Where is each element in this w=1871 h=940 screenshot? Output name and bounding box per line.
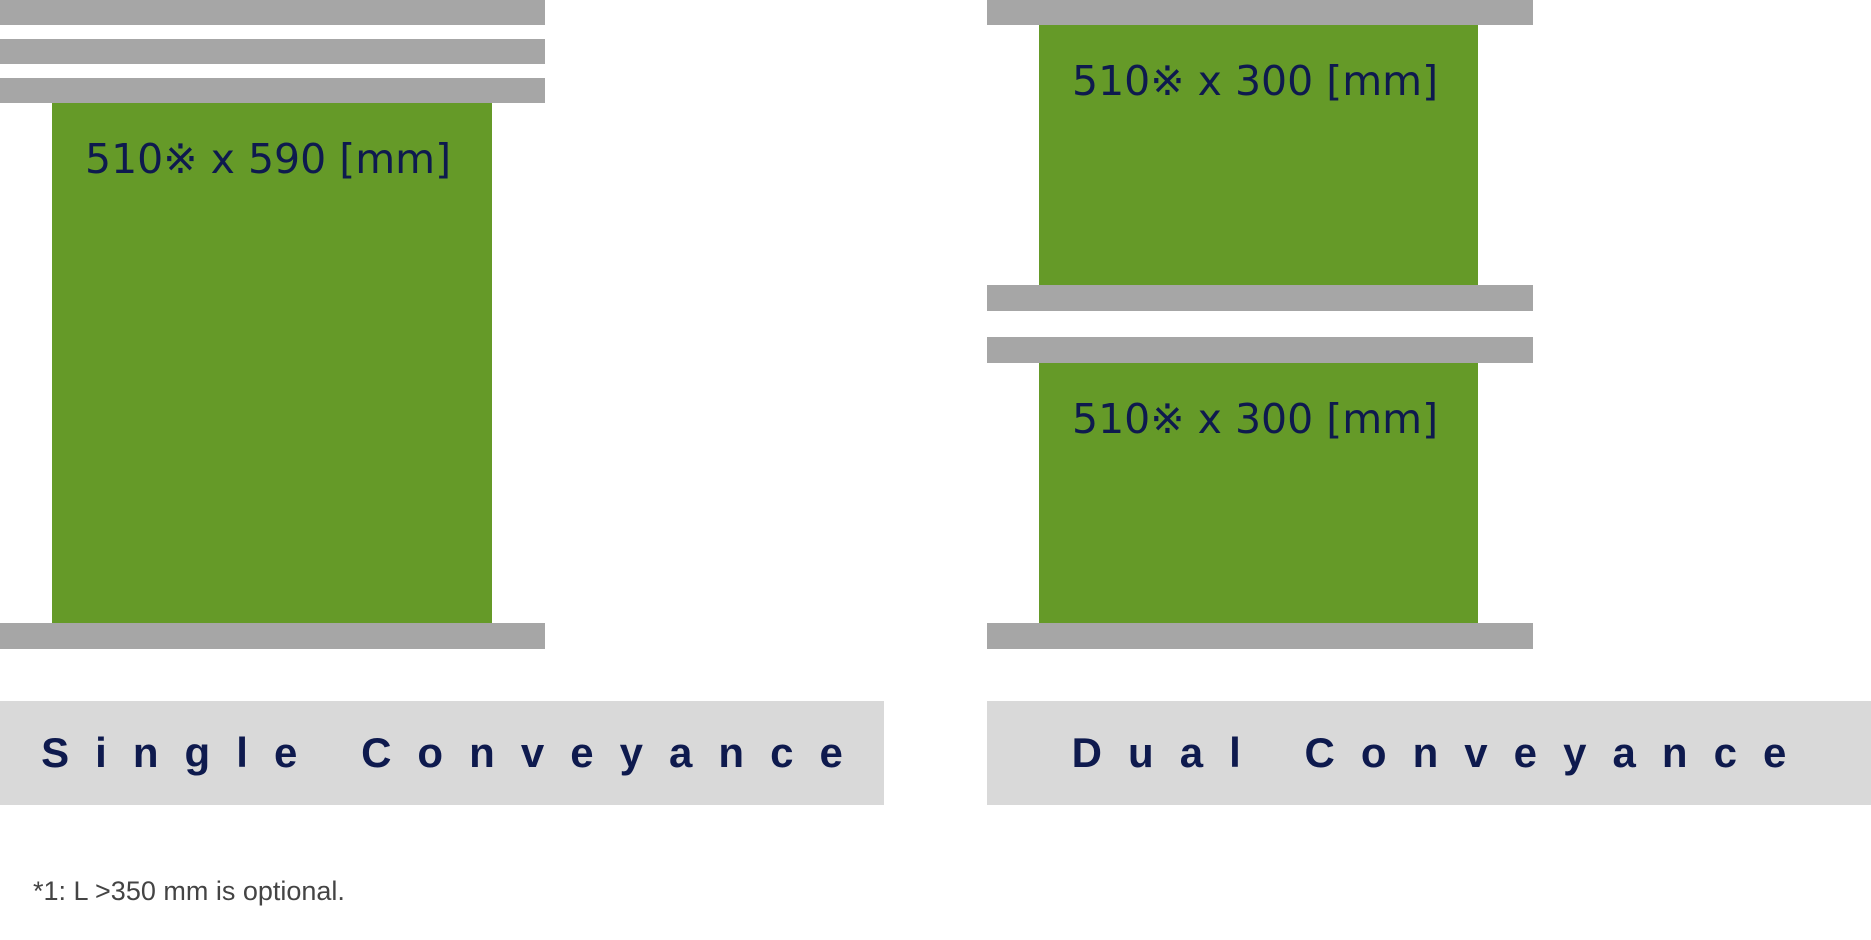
rail <box>987 337 1533 363</box>
dual-conveyance-label: Dual Conveyance <box>987 701 1871 805</box>
upper-board-dimension: 510※ x 300 [mm] <box>1072 57 1439 105</box>
rail <box>987 623 1533 649</box>
board-panel <box>52 103 492 623</box>
rail <box>0 39 545 64</box>
rail <box>0 0 545 25</box>
upper-board-panel <box>1039 25 1478 285</box>
single-conveyance-label: Single Conveyance <box>0 701 884 805</box>
lower-board-panel <box>1039 363 1478 623</box>
board-dimension: 510※ x 590 [mm] <box>85 135 452 183</box>
rail <box>987 285 1533 311</box>
rail <box>0 78 545 103</box>
rail <box>0 623 545 649</box>
label-text: Dual Conveyance <box>1071 729 1813 776</box>
lower-board-dimension: 510※ x 300 [mm] <box>1072 395 1439 443</box>
rail <box>987 0 1533 25</box>
label-text: Single Conveyance <box>41 729 869 776</box>
footnote: *1: L >350 mm is optional. <box>33 876 345 906</box>
